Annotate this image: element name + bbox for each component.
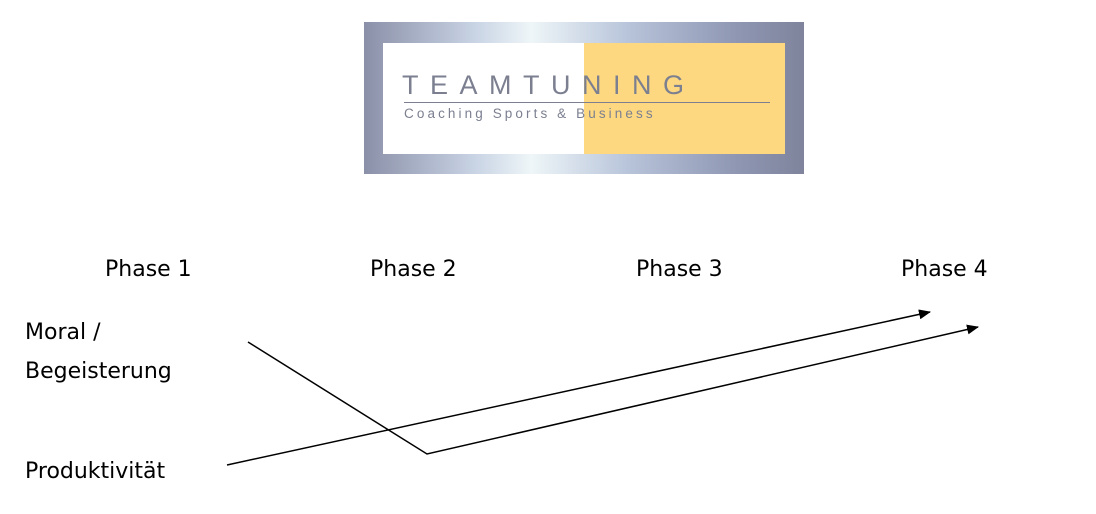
teamtuning-logo: TEAMTUNING Coaching Sports & Business (364, 22, 804, 174)
moral-label-line2: Begeisterung (25, 359, 172, 384)
phase-4-label: Phase 4 (901, 257, 988, 282)
moral-curve-arrow (247, 324, 979, 455)
phase-2-label: Phase 2 (370, 257, 457, 282)
productivity-label: Produktivität (25, 459, 166, 484)
phase-1-label: Phase 1 (105, 257, 192, 282)
phase-3-label: Phase 3 (636, 257, 723, 282)
logo-rule (404, 102, 770, 103)
productivity-arrow (226, 309, 931, 466)
logo-white-panel (383, 43, 584, 154)
logo-title: TEAMTUNING (402, 70, 696, 100)
logo-subtitle: Coaching Sports & Business (404, 106, 656, 121)
logo-yellow-panel (584, 43, 785, 154)
moral-label-line1: Moral / (25, 320, 101, 345)
